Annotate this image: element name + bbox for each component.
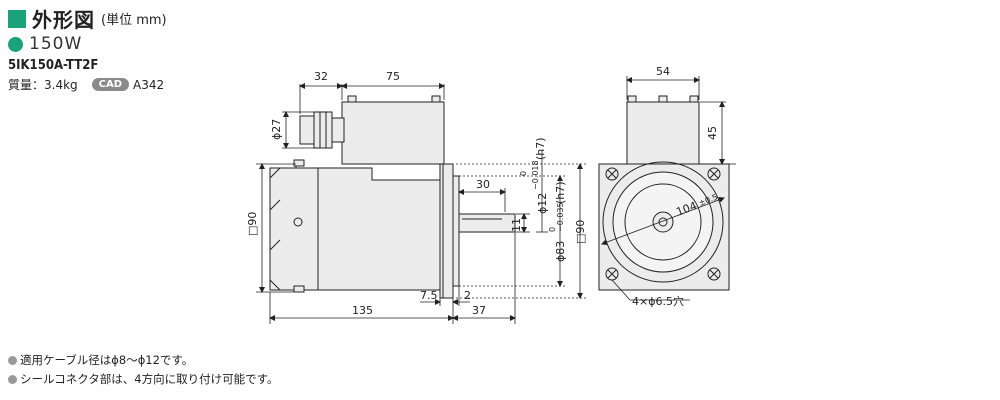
dim-37: 37 <box>472 304 486 317</box>
dim-30: 30 <box>476 178 490 191</box>
bullet-dot-icon <box>8 374 17 384</box>
note-connector-text: シールコネクタ部は、4方向に取り付け可能です。 <box>20 372 279 386</box>
terminal-box <box>341 101 445 165</box>
cable-gland <box>299 115 315 145</box>
dim-12-fit: (h7) <box>534 137 547 160</box>
mount-hole <box>605 167 619 181</box>
dim-holes: 4×ϕ6.5穴 <box>632 294 684 308</box>
front-view-dimensions <box>601 76 736 301</box>
mount-hole <box>707 167 721 181</box>
output-shaft <box>458 213 516 233</box>
dim-90-right: □90 <box>574 220 587 244</box>
side-view <box>269 95 516 299</box>
dim-32: 32 <box>314 70 328 83</box>
note-cable-text: 適用ケーブル径はϕ8～ϕ12です。 <box>20 353 194 367</box>
section-header: 外形図 (単位 mm) <box>8 4 167 33</box>
dim-11: 11 <box>510 218 523 232</box>
green-dot-icon <box>8 36 23 52</box>
dim-12-h7: ϕ12 <box>536 193 549 214</box>
mass-row: 質量：3.4kg CAD A342 <box>8 76 164 93</box>
model-number: 5IK150A-TT2F <box>8 58 99 73</box>
dim-12-tol-lower: −0.018 <box>531 160 540 190</box>
dim-83: ϕ83 <box>554 241 567 262</box>
dim-83-fit: (h7) <box>554 181 567 204</box>
cad-code[interactable]: A342 <box>133 77 165 92</box>
bullet-dot-icon <box>8 355 17 365</box>
cad-badge[interactable]: CAD <box>91 78 130 91</box>
section-title: 外形図 <box>32 8 95 32</box>
dim-54: 54 <box>656 65 670 78</box>
mount-hole <box>707 267 721 281</box>
dim-45: 45 <box>706 126 719 140</box>
side-view-labels: 32 75 ϕ27 □90 30 11 ϕ12 0 −0.018 (h7) ϕ8… <box>246 70 587 317</box>
dim-83-tol-upper: 0 <box>548 227 557 232</box>
side-view-dimensions <box>256 83 586 324</box>
dim-75: 75 <box>386 70 400 83</box>
terminal-box-front <box>626 101 700 165</box>
dim-83-tol-lower: −0.035 <box>556 202 565 232</box>
motor-body <box>269 167 441 291</box>
dim-90-left: □90 <box>246 212 259 236</box>
unit-label: (単位 mm) <box>101 13 167 28</box>
front-view <box>598 95 730 291</box>
dim-135: 135 <box>352 304 373 317</box>
green-square-icon <box>8 9 26 28</box>
dim-2: 2 <box>464 289 471 302</box>
wattage-row: 150W <box>8 34 82 54</box>
dim-12-tol-upper: 0 <box>519 171 528 176</box>
dim-27: ϕ27 <box>270 119 283 140</box>
note-connector: シールコネクタ部は、4方向に取り付け可能です。 <box>8 371 278 387</box>
wattage-label: 150W <box>29 34 83 54</box>
dim-7-5: 7.5 <box>420 289 438 302</box>
gear-flange <box>439 163 454 299</box>
mass-label: 質量：3.4kg <box>8 78 78 92</box>
note-cable: 適用ケーブル径はϕ8～ϕ12です。 <box>8 352 193 368</box>
